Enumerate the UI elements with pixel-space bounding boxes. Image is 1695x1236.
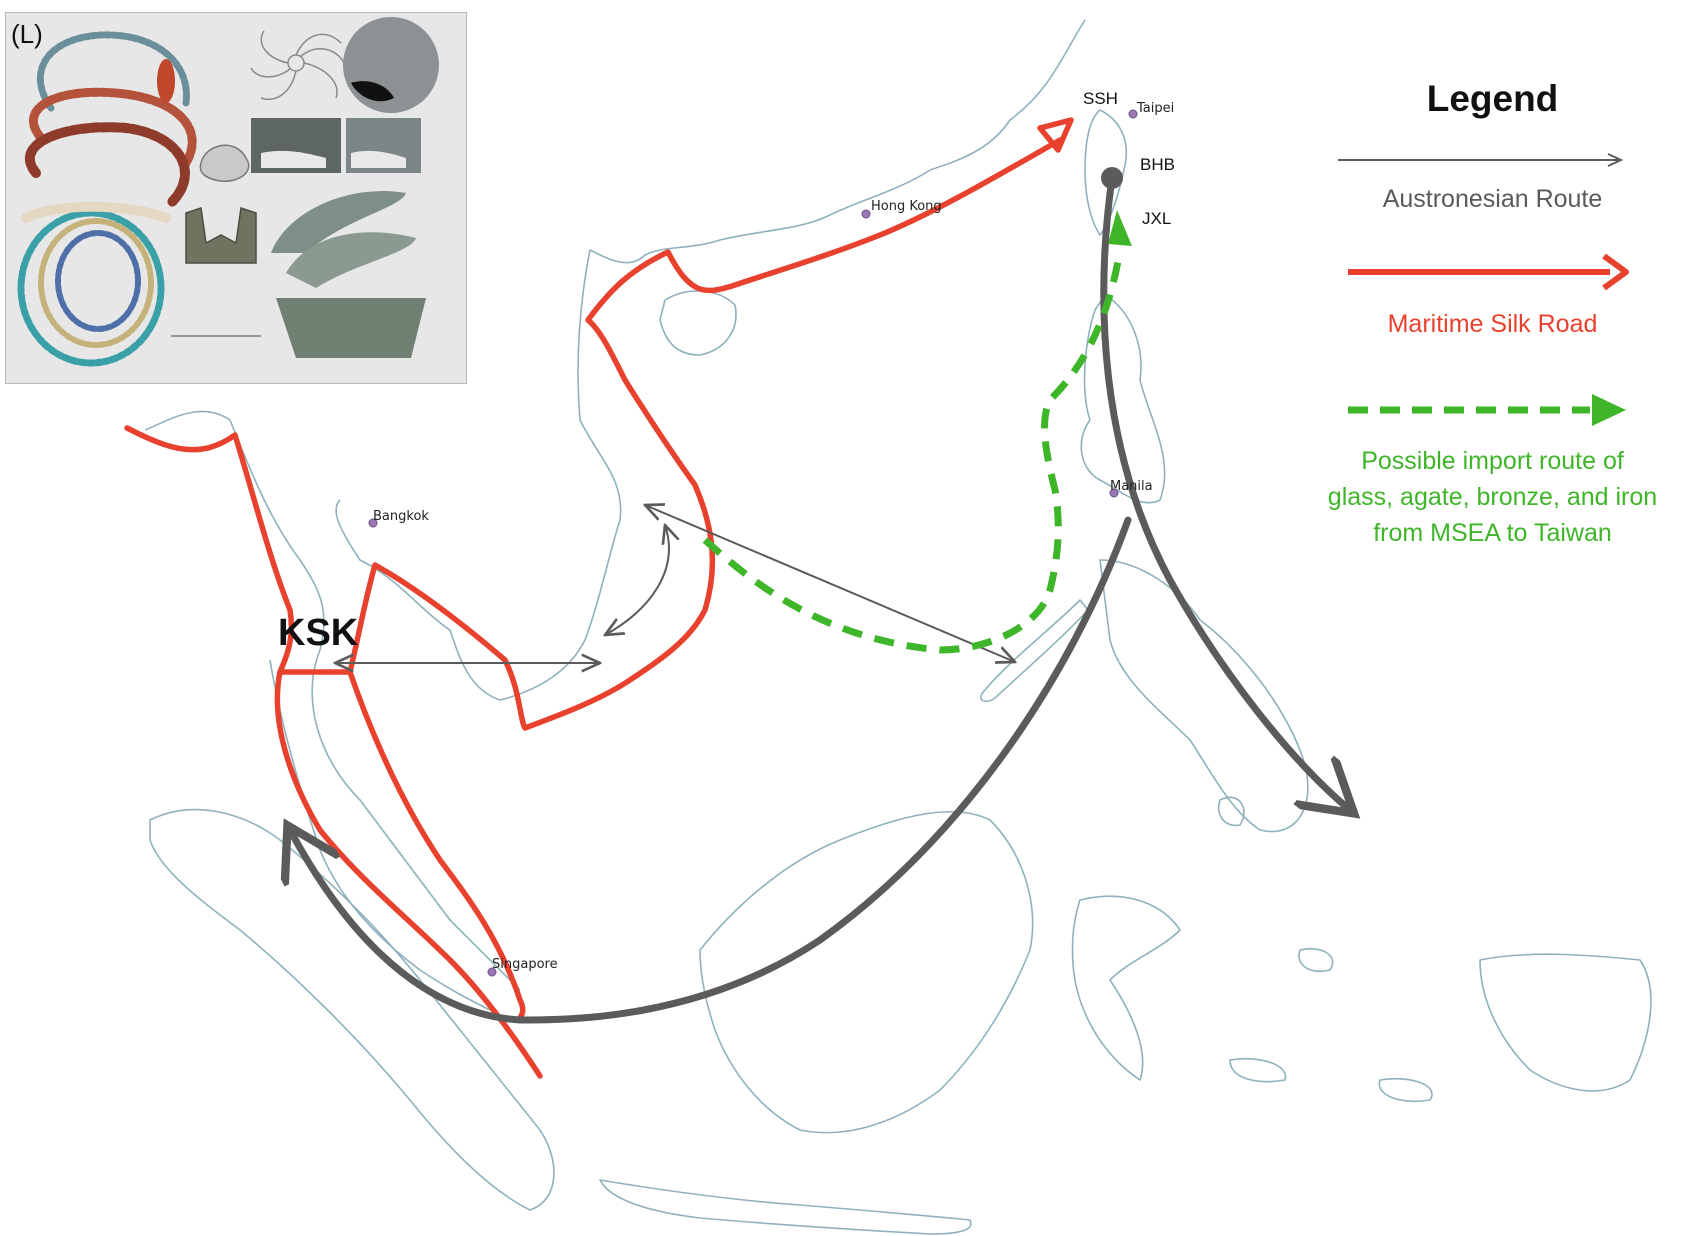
legend-import-route-swatch [1348,394,1626,426]
bronze-vessel-fragments [271,191,426,358]
site-label-jxl: JXL [1142,209,1171,228]
city-marker-manila [1109,488,1119,498]
coastline-visayas [1099,559,1309,833]
austronesian-route [290,167,1350,1024]
coastline-palawan [980,599,1089,702]
site-label-ssh: SSH [1083,89,1118,108]
artifact-inset-panel: (L) [5,12,467,384]
city-label-taipei: Taipei [1136,101,1174,116]
coastline-island [1229,1057,1287,1083]
legend-title: Legend [1426,78,1559,119]
city-markers: Taipei Hong Kong Bangkok Manila Singapor… [368,101,1174,977]
legend-import-line-2: glass, agate, bronze, and iron [1327,483,1658,511]
coastline-hainan [659,290,737,356]
legend-austronesian-label: Austronesian Route [1382,185,1603,213]
coastline-sulawesi [1071,895,1181,1081]
import-route-line [702,249,1124,654]
artifact-illustrations [17,17,439,367]
coastline-luzon [1080,294,1166,504]
exchange-arrow-vietnam [605,525,669,635]
import-route [702,210,1132,654]
city-label-singapore: Singapore [492,957,558,972]
fragment-highlight [261,150,326,168]
site-labels: SSH BHB JXL KSK [278,89,1175,654]
bronze-pendant-image [185,144,257,264]
import-route-arrowhead [1108,210,1132,246]
austronesian-route-west [290,516,1132,1024]
city-marker-bangkok [368,518,378,528]
coastline-java [599,1179,972,1235]
spiral-ornament-drawing [250,30,345,100]
site-label-ksk: KSK [278,612,359,654]
legend-austronesian-swatch [1338,153,1624,167]
coastline-island [1298,948,1334,972]
bead-necklaces-image [17,31,197,367]
legend-import-line-1: Possible import route of [1361,447,1624,475]
city-marker-hong-kong [861,209,871,219]
austronesian-route-southeast [1100,174,1350,810]
coastline-island [1218,796,1245,827]
inset-label: (L) [11,19,43,49]
coastline-indochina [144,410,521,991]
city-marker-singapore [487,967,497,977]
coastline-papua [1479,953,1652,1092]
site-label-bhb: BHB [1140,155,1175,174]
city-label-hong-kong: Hong Kong [871,199,942,214]
city-marker-taipei [1128,109,1138,119]
legend-import-route-label: Possible import route of glass, agate, b… [1320,443,1665,551]
vessel-photo [343,17,439,113]
maritime-silk-road [124,117,1074,1079]
silk-road-segment [277,137,1063,731]
silk-road-segment [124,425,543,1079]
coastline-taiwan [1084,109,1127,236]
coastline-borneo [699,810,1034,1134]
coastline-island [1378,1077,1433,1103]
city-label-manila: Manila [1110,479,1153,494]
silk-road-arrowhead [1037,117,1074,153]
city-label-bangkok: Bangkok [373,509,429,524]
legend-import-line-3: from MSEA to Taiwan [1373,519,1612,547]
legend-silk-road-label: Maritime Silk Road [1387,310,1598,338]
coastline-malay-west [269,659,491,1011]
fragment-highlight [351,150,406,168]
exchange-arrow-palawan [645,505,1015,662]
silk-road-segment [347,669,526,1021]
legend-silk-road-swatch [1348,253,1629,291]
